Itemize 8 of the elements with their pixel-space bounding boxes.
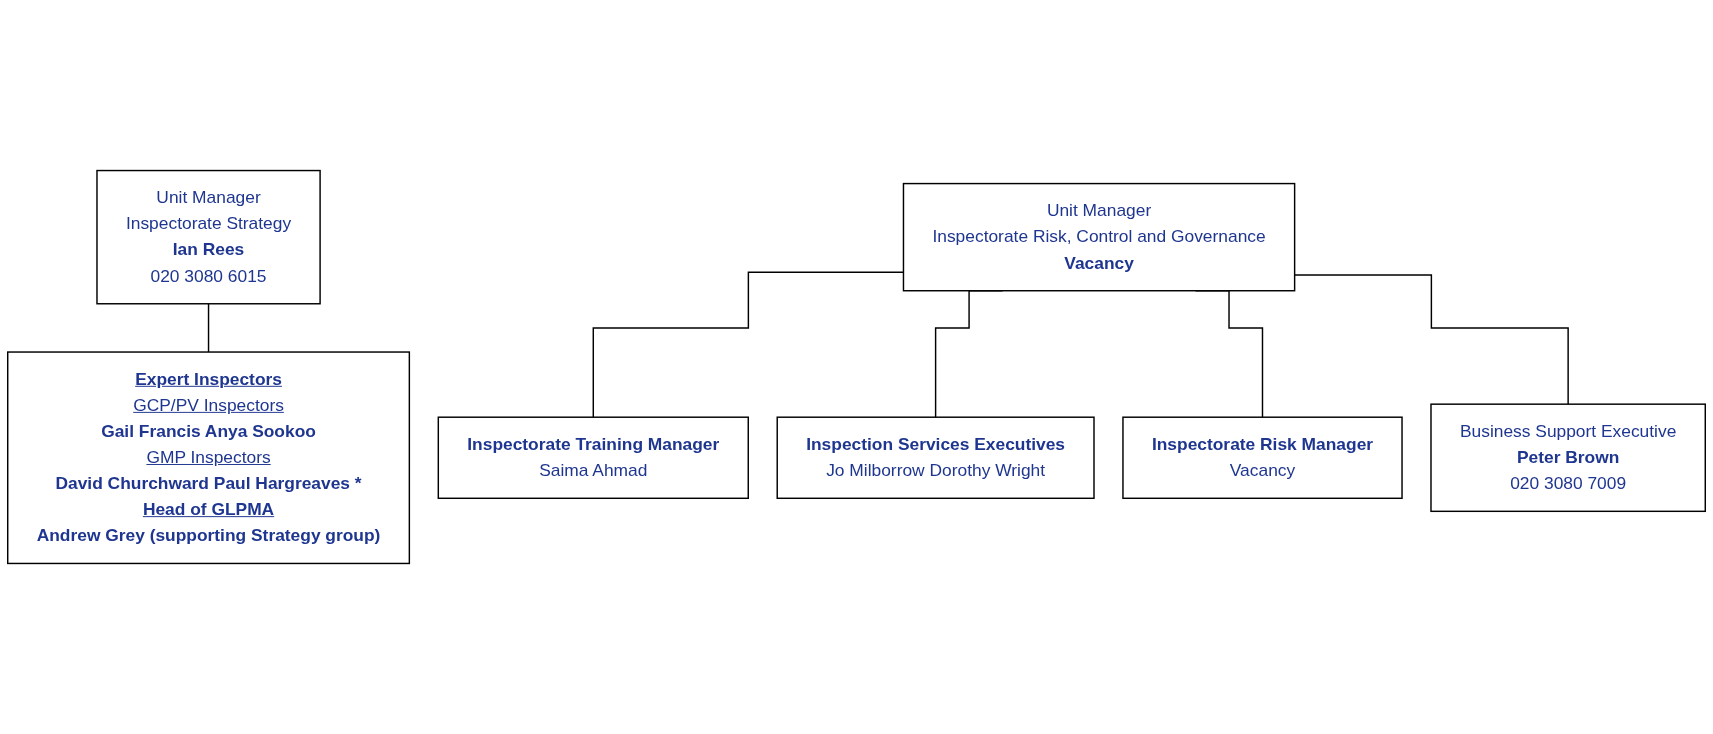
node-box [1430,403,1706,513]
node-box [776,416,1095,499]
node-box [96,169,321,305]
node-box [902,182,1296,292]
node-box [1122,416,1403,499]
connector [207,303,210,353]
node-box [437,416,749,499]
node-box [7,351,411,565]
